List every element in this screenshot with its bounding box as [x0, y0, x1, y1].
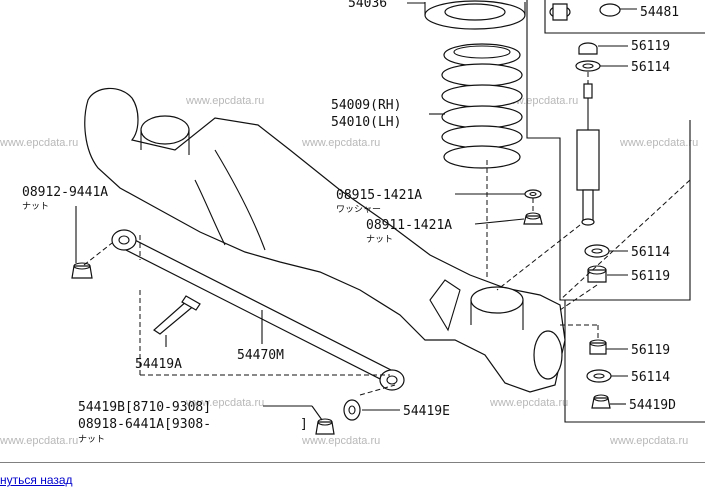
nut-08912 — [71, 262, 93, 279]
watermark-10: www.epcdata.ru — [609, 435, 688, 447]
assembly-guides — [83, 72, 691, 396]
part-callouts: 54036 54481 56119 56114 54009(RH) 54010(… — [22, 0, 679, 445]
label-56119-low: 56119 — [631, 343, 670, 358]
bushing-56119-top — [578, 42, 598, 55]
bottom-bar: нуться назад — [0, 462, 705, 490]
label-56114-low: 56114 — [631, 370, 670, 385]
label-08912-sub: ナット — [22, 201, 49, 212]
label-08912: 08912-9441A — [22, 185, 108, 200]
watermark-7: www.epcdata.ru — [489, 397, 568, 409]
shock-absorber — [549, 3, 621, 226]
nut-54419D — [591, 394, 611, 409]
label-54010: 54010(LH) — [331, 115, 401, 130]
label-54419B: 54419B[8710-9308] — [78, 400, 211, 415]
bushing-56114-mid — [584, 244, 610, 258]
nut-08911 — [523, 212, 543, 225]
upper-spring-seat — [424, 0, 526, 30]
parts-diagram: www.epcdata.ru www.epcdata.ru www.epcdat… — [0, 0, 705, 447]
watermark-9: www.epcdata.ru — [301, 435, 380, 447]
lateral-rod — [111, 229, 405, 391]
label-54419A: 54419A — [135, 357, 182, 372]
label-54419D: 54419D — [629, 398, 676, 413]
bushing-56119-mid — [587, 265, 607, 283]
watermarks: www.epcdata.ru www.epcdata.ru www.epcdat… — [0, 95, 698, 447]
label-08918-close: ] — [300, 417, 308, 432]
label-08918-sub: ナット — [78, 434, 105, 445]
label-08915: 08915-1421A — [336, 188, 422, 203]
label-56119-mid: 56119 — [631, 269, 670, 284]
bushing-56119-low — [589, 339, 607, 355]
label-08911-sub: ナット — [366, 234, 393, 245]
washer-08915 — [524, 189, 542, 199]
watermark-4: www.epcdata.ru — [301, 137, 380, 149]
leader-lines — [75, 2, 637, 421]
label-08918: 08918-6441A[9308- — [78, 417, 211, 432]
label-56119-top: 56119 — [631, 39, 670, 54]
label-54036: 54036 — [348, 0, 387, 11]
label-08915-sub: ワッシャー — [336, 205, 381, 215]
label-54009: 54009(RH) — [331, 98, 401, 113]
watermark-3: www.epcdata.ru — [0, 137, 78, 149]
bushing-56114-top — [575, 60, 601, 72]
back-link[interactable]: нуться назад — [0, 473, 73, 487]
label-54470M: 54470M — [237, 348, 284, 363]
bushing-54419E — [343, 399, 361, 421]
watermark-6: www.epcdata.ru — [185, 397, 264, 409]
label-08911: 08911-1421A — [366, 218, 452, 233]
bushing-56114-low — [586, 369, 612, 383]
label-54481: 54481 — [640, 5, 679, 20]
nut-08918 — [315, 418, 335, 435]
label-56114-mid: 56114 — [631, 245, 670, 260]
coil-spring — [441, 43, 523, 169]
watermark-8: www.epcdata.ru — [0, 435, 78, 447]
bolt-54419A — [153, 295, 201, 335]
label-56114-top: 56114 — [631, 60, 670, 75]
watermark-5: www.epcdata.ru — [619, 137, 698, 149]
watermark-1: www.epcdata.ru — [185, 95, 264, 107]
rear-axle-housing — [84, 87, 566, 393]
label-54419E: 54419E — [403, 404, 450, 419]
